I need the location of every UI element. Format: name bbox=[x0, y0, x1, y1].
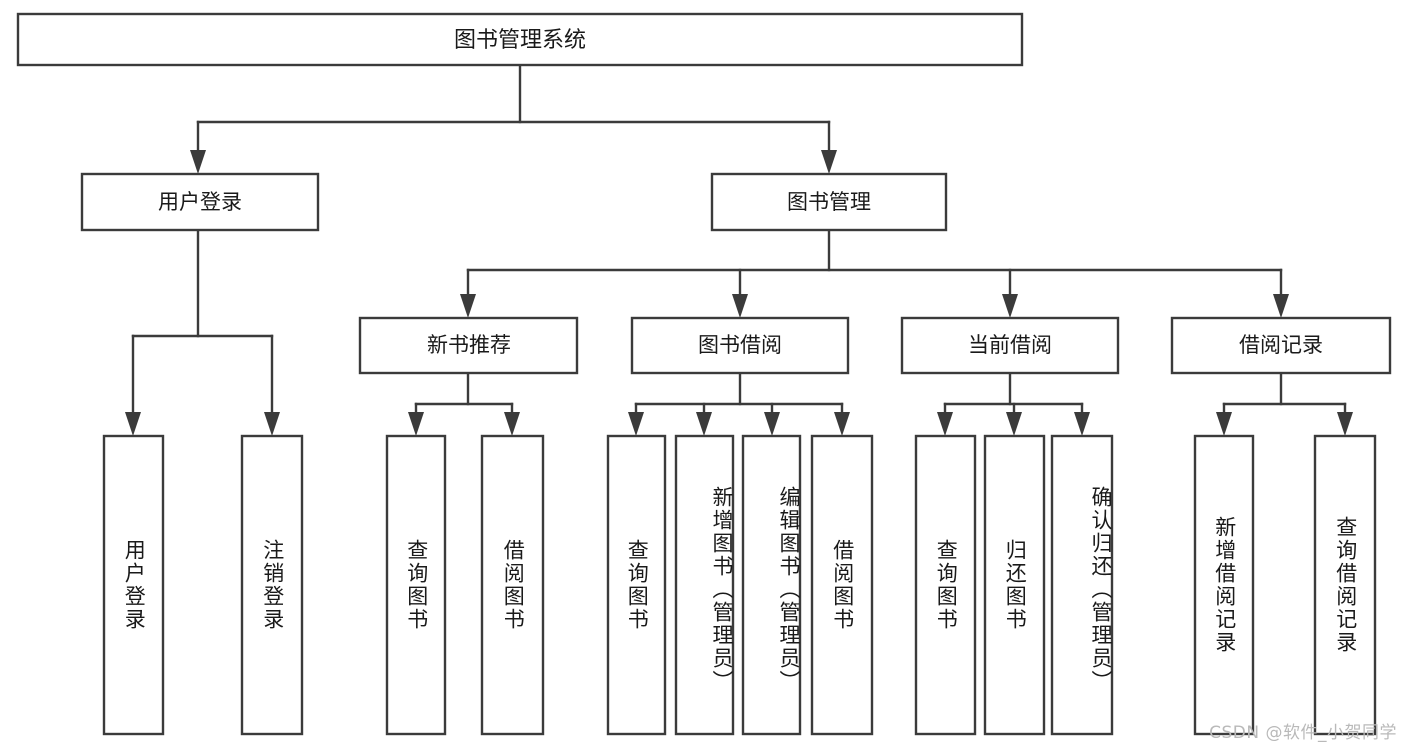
arrow-bb-leaf-3 bbox=[764, 412, 780, 436]
node-book-management-label: 图书管理 bbox=[787, 190, 871, 214]
arrow-br-leaf-1 bbox=[1216, 412, 1232, 436]
arrow-nbr-leaf-2 bbox=[504, 412, 520, 436]
node-book-borrow[interactable]: 图书借阅 bbox=[630, 316, 850, 375]
arrow-bm-to-current-borrow bbox=[1002, 294, 1018, 318]
node-user-login-box[interactable] bbox=[80, 172, 320, 232]
arrow-bm-to-book-borrow bbox=[732, 294, 748, 318]
leaf-box-confirm-return[interactable] bbox=[1050, 434, 1114, 736]
node-current-borrow-box[interactable] bbox=[900, 316, 1120, 375]
node-book-borrow-label: 图书借阅 bbox=[698, 333, 782, 357]
arrow-cb-leaf-1 bbox=[937, 412, 953, 436]
connector-group-new-book-recommend bbox=[408, 371, 520, 436]
leaf-box-borrow-book[interactable] bbox=[810, 434, 874, 736]
node-book-management[interactable]: 图书管理 bbox=[710, 172, 948, 232]
arrow-br-leaf-2 bbox=[1337, 412, 1353, 436]
arrow-bm-to-borrow-record bbox=[1273, 294, 1289, 318]
node-current-borrow[interactable]: 当前借阅 bbox=[900, 316, 1120, 375]
arrow-bb-leaf-4 bbox=[834, 412, 850, 436]
arrow-user-login-leaf-2 bbox=[264, 412, 280, 436]
node-new-book-recommend-box[interactable] bbox=[358, 316, 579, 375]
leaf-box-return-book[interactable] bbox=[983, 434, 1046, 736]
connector-group-borrow-record bbox=[1216, 371, 1353, 436]
arrow-cb-leaf-3 bbox=[1074, 412, 1090, 436]
node-borrow-record[interactable]: 借阅记录 bbox=[1170, 316, 1392, 375]
leaf-box-user-login[interactable] bbox=[102, 434, 165, 736]
node-new-book-recommend-label: 新书推荐 bbox=[427, 333, 511, 357]
leaf-box-logout[interactable] bbox=[240, 434, 304, 736]
node-root-box[interactable] bbox=[16, 12, 1024, 67]
node-book-borrow-box[interactable] bbox=[630, 316, 850, 375]
node-root-label: 图书管理系统 bbox=[454, 28, 586, 53]
connector-group-book-borrow bbox=[628, 371, 850, 436]
arrow-cb-leaf-2 bbox=[1006, 412, 1022, 436]
node-user-login-label: 用户登录 bbox=[158, 190, 242, 214]
arrow-nbr-leaf-1 bbox=[408, 412, 424, 436]
leaf-box-query-book-borrow[interactable] bbox=[606, 434, 667, 736]
connector-group-root bbox=[190, 63, 837, 174]
node-borrow-record-label: 借阅记录 bbox=[1239, 333, 1323, 357]
arrow-bb-leaf-2 bbox=[696, 412, 712, 436]
arrow-root-to-user-login bbox=[190, 150, 206, 174]
leaf-box-add-borrow-record[interactable] bbox=[1193, 434, 1255, 736]
leaf-box-edit-book[interactable] bbox=[741, 434, 802, 736]
connector-group-current-borrow bbox=[937, 371, 1090, 436]
node-borrow-record-box[interactable] bbox=[1170, 316, 1392, 375]
leaf-box-query-book-recommend[interactable] bbox=[385, 434, 447, 736]
node-book-management-box[interactable] bbox=[710, 172, 948, 232]
node-user-login[interactable]: 用户登录 bbox=[80, 172, 320, 232]
connector-group-book-management bbox=[460, 228, 1289, 318]
csdn-watermark: CSDN @软件_小贺同学 bbox=[1209, 723, 1397, 743]
arrow-bb-leaf-1 bbox=[628, 412, 644, 436]
leaf-boxes bbox=[102, 434, 1377, 736]
node-current-borrow-label: 当前借阅 bbox=[968, 333, 1052, 357]
connector-group-user-login bbox=[125, 228, 280, 436]
leaf-box-add-book[interactable] bbox=[674, 434, 735, 736]
leaf-box-query-borrow-record[interactable] bbox=[1313, 434, 1377, 736]
leaf-box-borrow-book-recommend[interactable] bbox=[480, 434, 545, 736]
arrow-root-to-book-management bbox=[821, 150, 837, 174]
node-root[interactable]: 图书管理系统 bbox=[16, 12, 1024, 67]
arrow-bm-to-new-book-recommend bbox=[460, 294, 476, 318]
arrow-user-login-leaf-1 bbox=[125, 412, 141, 436]
leaf-box-query-book-current[interactable] bbox=[914, 434, 977, 736]
node-new-book-recommend[interactable]: 新书推荐 bbox=[358, 316, 579, 375]
